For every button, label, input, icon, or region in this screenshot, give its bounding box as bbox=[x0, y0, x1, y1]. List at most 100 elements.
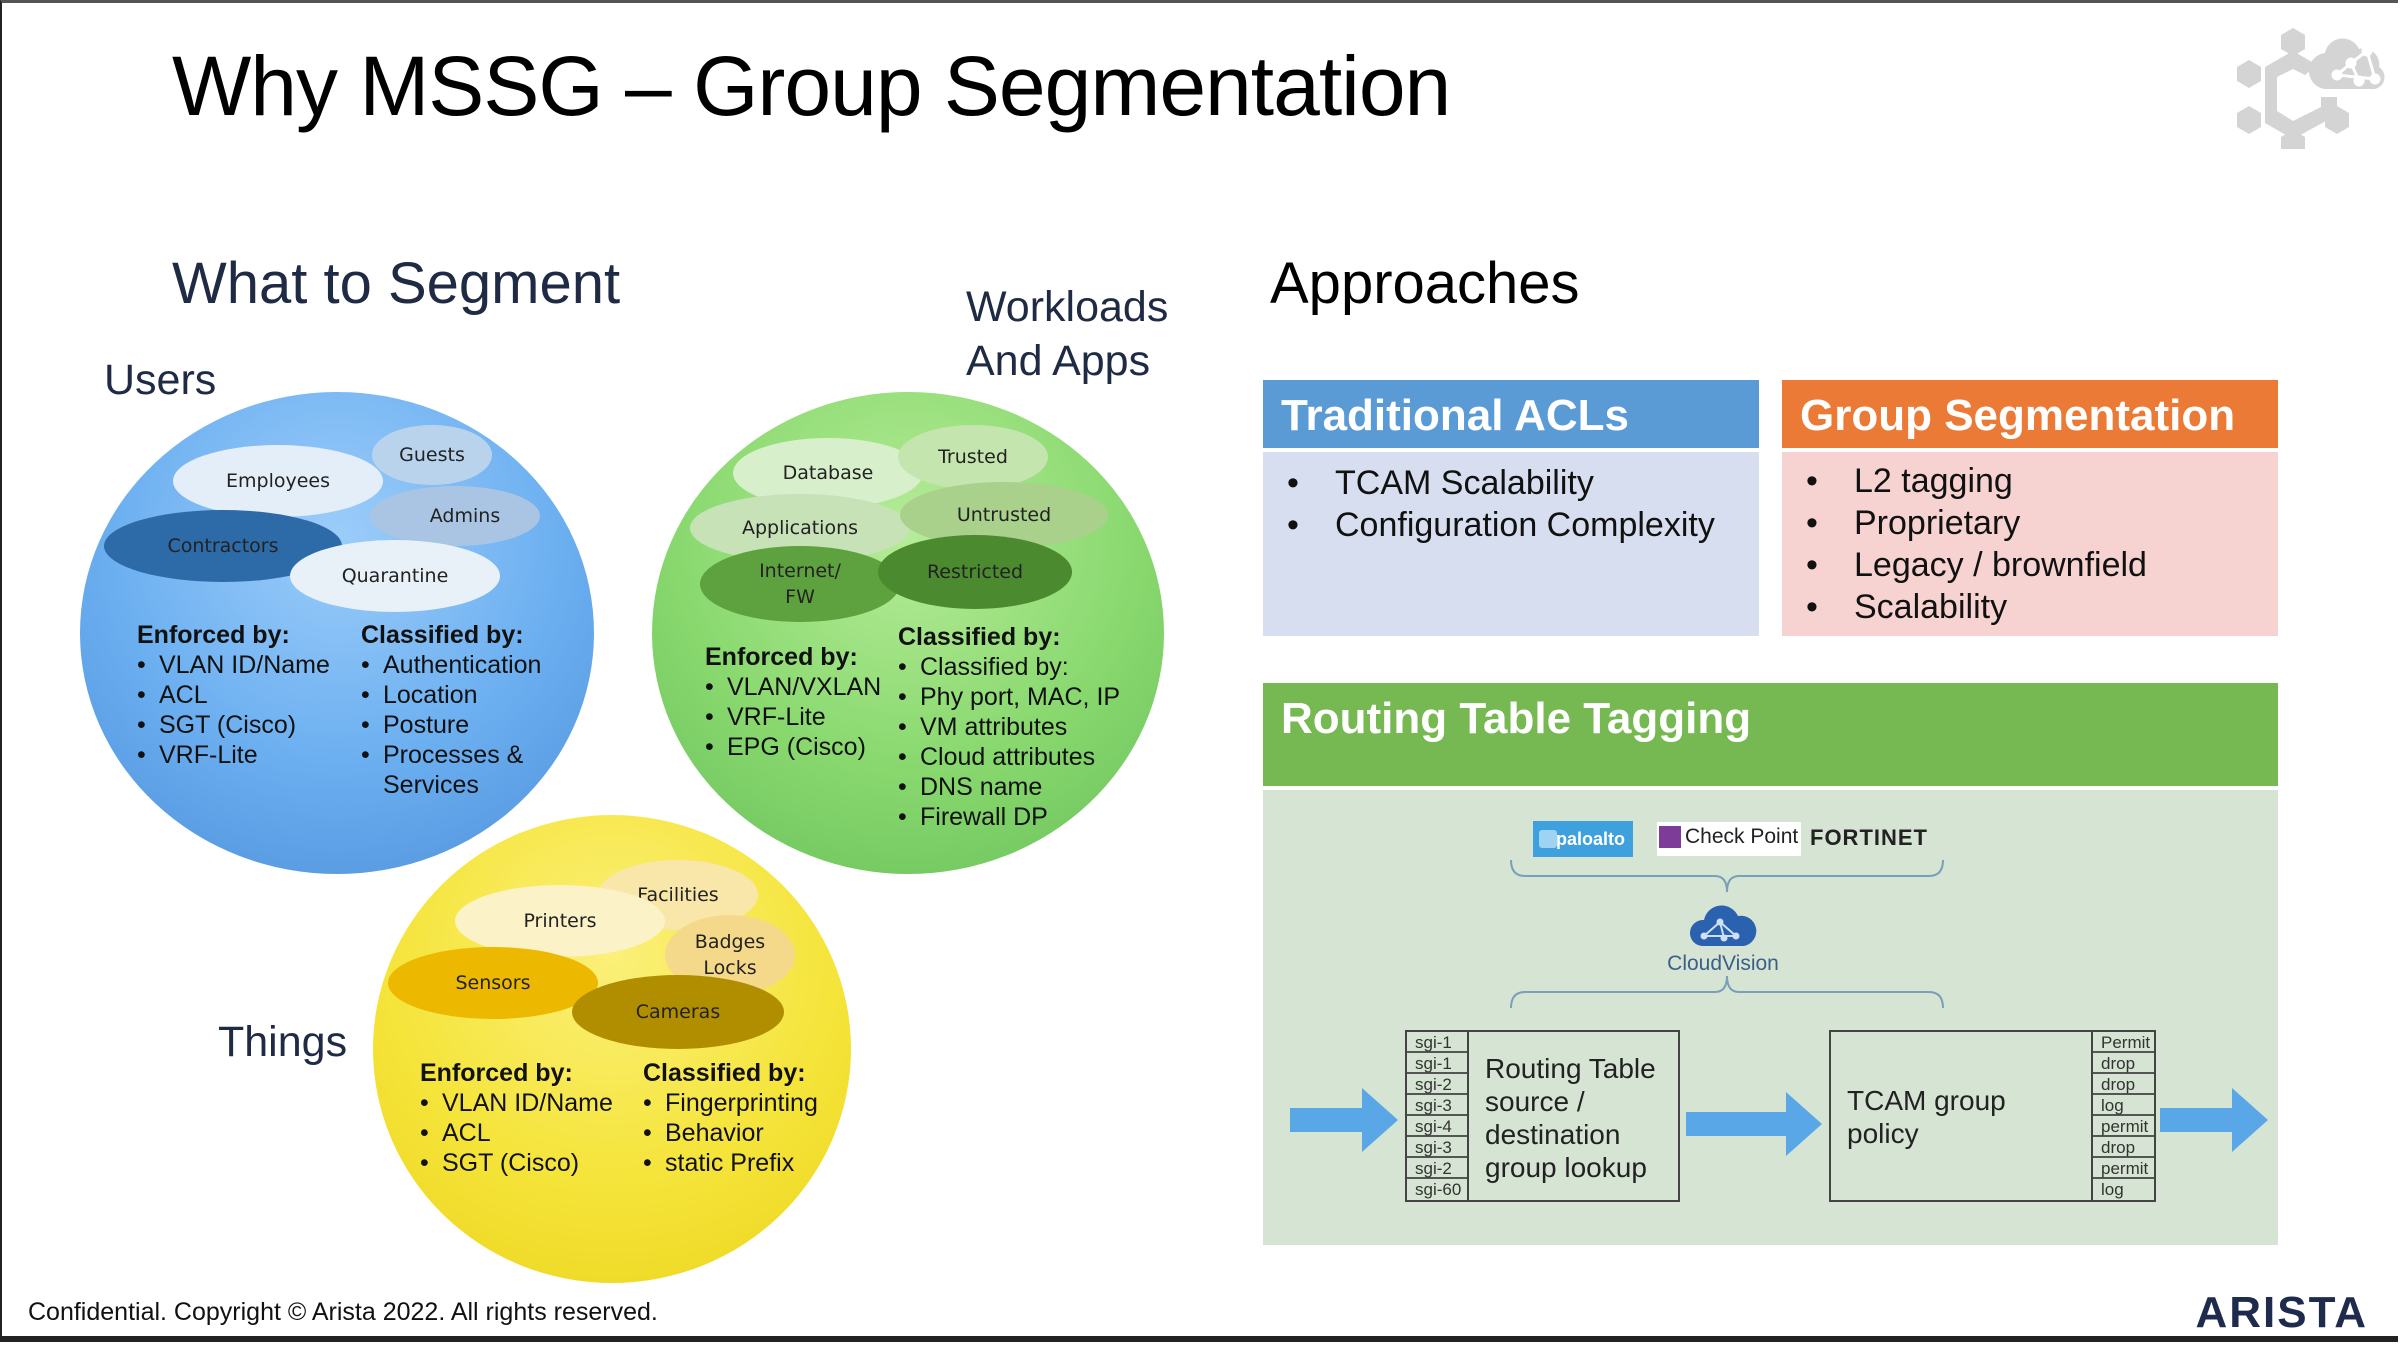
approaches-heading: Approaches bbox=[1270, 251, 1580, 316]
group-label: Applications bbox=[741, 517, 859, 539]
policy-action: log bbox=[2101, 1180, 2124, 1199]
group-quarantine: Quarantine bbox=[290, 540, 500, 612]
list-item: Legacy / brownfield bbox=[1782, 544, 2278, 586]
cloudvision-icon bbox=[1689, 905, 1757, 946]
checkpoint-icon bbox=[1659, 826, 1681, 849]
input-arrow-icon bbox=[1290, 1088, 1398, 1152]
cloudvision-label: CloudVision bbox=[1667, 952, 1779, 975]
group-printers: Printers bbox=[455, 885, 665, 957]
group-label: Sensors bbox=[455, 972, 531, 994]
users-enforced-list: Enforced by: VLAN ID/Name ACL SGT (Cisco… bbox=[137, 620, 330, 770]
list-item: Location bbox=[361, 680, 561, 710]
group-label: Facilities bbox=[637, 884, 719, 906]
group-label: Database bbox=[782, 462, 874, 484]
group-sensors: Sensors bbox=[388, 947, 598, 1019]
group-admins: Admins bbox=[370, 486, 540, 546]
group-restricted: Restricted bbox=[878, 535, 1072, 609]
group-label: Internet/ bbox=[759, 560, 841, 582]
policy-action-column: Permit drop drop log permit drop permit … bbox=[2091, 1030, 2156, 1202]
vendor-brace bbox=[1510, 860, 1944, 893]
workloads-classified-list: Classified by: Classified by: Phy port, … bbox=[898, 622, 1120, 832]
what-to-segment-heading: What to Segment bbox=[172, 251, 621, 316]
enforced-title: Enforced by: bbox=[420, 1059, 573, 1087]
list-item: DNS name bbox=[898, 772, 1120, 802]
list-item: static Prefix bbox=[643, 1148, 818, 1178]
policy-action: permit bbox=[2093, 1158, 2154, 1179]
list-item: Scalability bbox=[1782, 586, 2278, 628]
paloalto-icon bbox=[1539, 830, 1557, 848]
group-label: FW bbox=[785, 586, 815, 608]
lookup-line: Routing Table bbox=[1485, 1053, 1656, 1084]
checkpoint-logo: Check Point bbox=[1657, 822, 1801, 856]
fortinet-logo: FORTINET bbox=[1810, 825, 1928, 850]
list-item: Classified by: bbox=[898, 652, 1120, 682]
group-label: Employees bbox=[226, 470, 330, 492]
lookup-line: destination bbox=[1485, 1119, 1621, 1150]
list-item: VM attributes bbox=[898, 712, 1120, 742]
traditional-acls-title: Traditional ACLs bbox=[1263, 380, 1759, 452]
policy-line: policy bbox=[1847, 1118, 1919, 1149]
workloads-label: Workloads And Apps bbox=[966, 280, 1168, 388]
list-item: EPG (Cisco) bbox=[705, 732, 881, 762]
list-item: VRF-Lite bbox=[705, 702, 881, 732]
sgi-tag: sgi-4 bbox=[1407, 1116, 1467, 1137]
copyright-footer: Confidential. Copyright © Arista 2022. A… bbox=[28, 1298, 658, 1326]
group-label: Locks bbox=[703, 957, 757, 979]
users-label: Users bbox=[104, 356, 217, 404]
list-item: L2 tagging bbox=[1782, 460, 2278, 502]
group-segmentation-box: Group Segmentation L2 tagging Proprietar… bbox=[1782, 380, 2278, 636]
classified-title: Classified by: bbox=[643, 1059, 806, 1087]
enforced-title: Enforced by: bbox=[705, 643, 858, 671]
policy-action: permit bbox=[2093, 1116, 2154, 1137]
list-item: Configuration Complexity bbox=[1263, 504, 1759, 546]
sgi-tag: sgi-60 bbox=[1415, 1180, 1462, 1199]
sgi-tag: sgi-1 bbox=[1407, 1053, 1467, 1074]
group-label: Printers bbox=[523, 910, 597, 932]
routing-table-lookup-box: Routing Table source / destination group… bbox=[1467, 1030, 1680, 1202]
group-segmentation-title: Group Segmentation bbox=[1782, 380, 2278, 452]
group-guests: Guests bbox=[372, 425, 492, 485]
list-item: Fingerprinting bbox=[643, 1088, 818, 1118]
list-item: Firewall DP bbox=[898, 802, 1120, 832]
things-label: Things bbox=[218, 1018, 348, 1066]
policy-action: drop bbox=[2093, 1074, 2154, 1095]
list-item: Proprietary bbox=[1782, 502, 2278, 544]
sgi-tag: sgi-3 bbox=[1407, 1137, 1467, 1158]
policy-line: TCAM group bbox=[1847, 1085, 2006, 1116]
list-item: Behavior bbox=[643, 1118, 818, 1148]
group-label: Contractors bbox=[167, 535, 279, 557]
list-item: VLAN ID/Name bbox=[137, 650, 330, 680]
arista-logo: ARISTA bbox=[2195, 1288, 2368, 1337]
group-applications: Applications bbox=[690, 494, 910, 562]
things-enforced-list: Enforced by: VLAN ID/Name ACL SGT (Cisco… bbox=[420, 1058, 613, 1178]
group-label: Restricted bbox=[926, 561, 1024, 583]
sgi-tag: sgi-3 bbox=[1407, 1095, 1467, 1116]
group-label: Untrusted bbox=[956, 504, 1052, 526]
group-label: Quarantine bbox=[341, 565, 449, 587]
list-item: ACL bbox=[420, 1118, 613, 1148]
device-brace bbox=[1510, 975, 1944, 1009]
group-internet-fw: Internet/FW bbox=[700, 546, 900, 622]
workloads-label-line2: And Apps bbox=[966, 337, 1151, 385]
list-item: VLAN/VXLAN bbox=[705, 672, 881, 702]
list-item: Cloud attributes bbox=[898, 742, 1120, 772]
classified-title: Classified by: bbox=[361, 621, 524, 649]
list-item: TCAM Scalability bbox=[1263, 462, 1759, 504]
classified-title: Classified by: bbox=[898, 623, 1061, 651]
workloads-label-line1: Workloads bbox=[966, 283, 1169, 331]
slide-title: Why MSSG – Group Segmentation bbox=[172, 39, 1451, 133]
list-item: Authentication bbox=[361, 650, 561, 680]
list-item: Posture bbox=[361, 710, 561, 740]
vendor-label: Check Point bbox=[1685, 825, 1799, 848]
policy-action: log bbox=[2093, 1095, 2154, 1116]
cloud-hexagon-logo-icon bbox=[2237, 28, 2385, 149]
group-cameras: Cameras bbox=[572, 975, 784, 1049]
policy-action: drop bbox=[2093, 1137, 2154, 1158]
lookup-line: group lookup bbox=[1485, 1152, 1647, 1183]
list-item: VLAN ID/Name bbox=[420, 1088, 613, 1118]
things-classified-list: Classified by: Fingerprinting Behavior s… bbox=[643, 1058, 818, 1178]
list-item: SGT (Cisco) bbox=[420, 1148, 613, 1178]
sgi-tag: sgi-2 bbox=[1407, 1074, 1467, 1095]
